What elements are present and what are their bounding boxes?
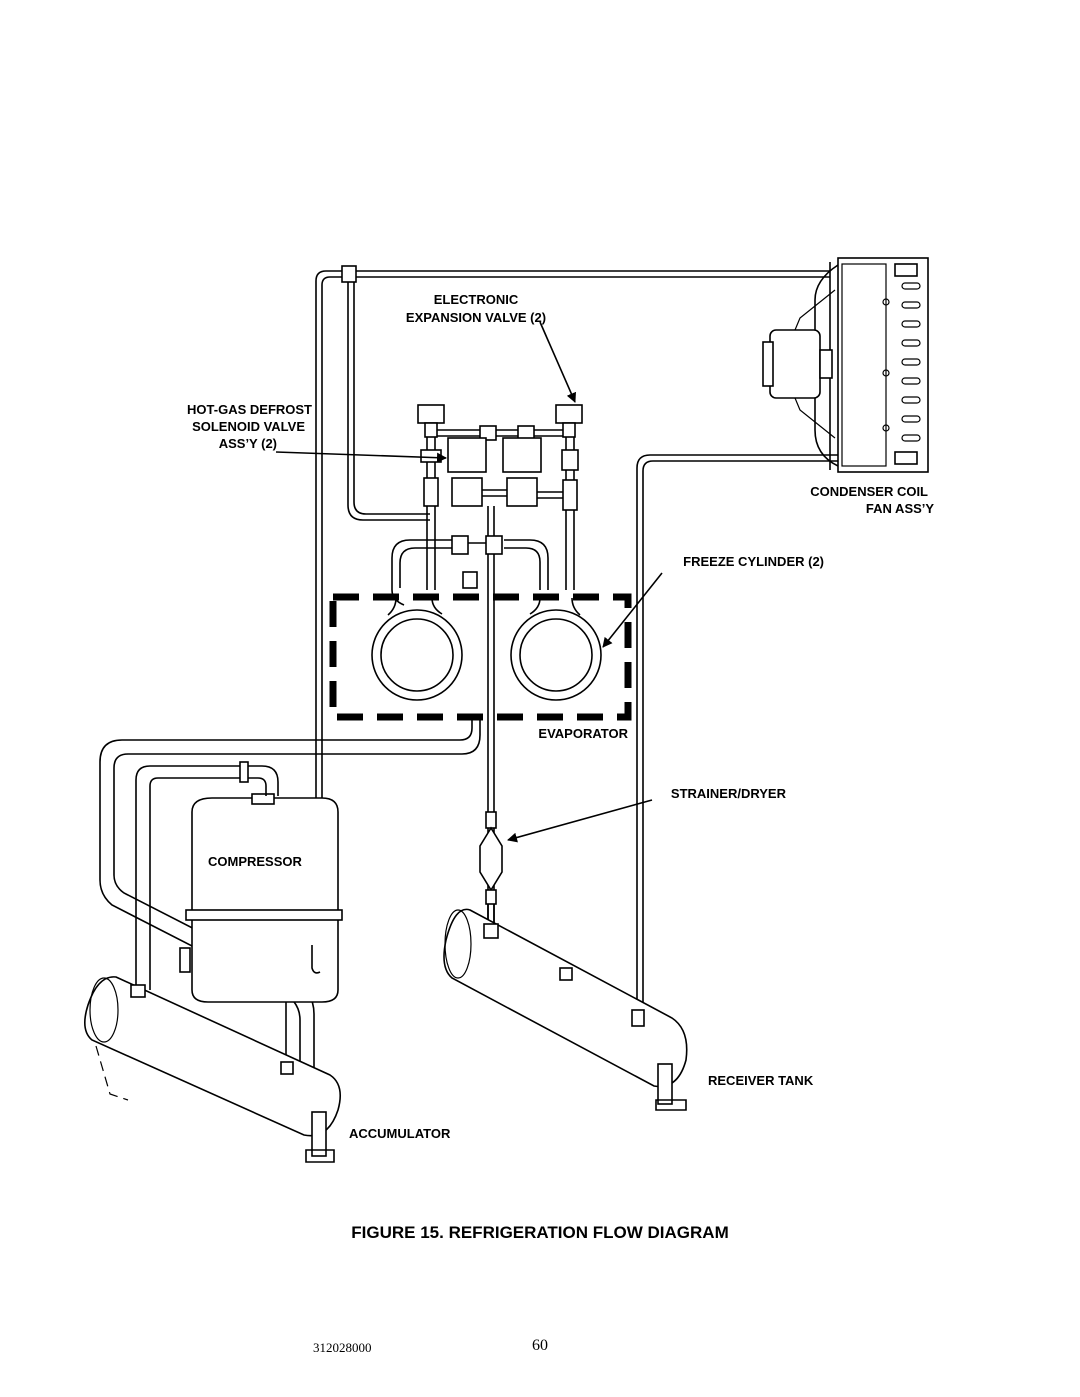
receiver-tank	[443, 908, 688, 1111]
leader-arrows	[275, 321, 663, 843]
label-solenoid-line1: HOT-GAS DEFROST	[187, 402, 312, 417]
page-number: 60	[532, 1337, 548, 1354]
liquid-line	[636, 454, 838, 1010]
figure-caption: FIGURE 15. REFRIGERATION FLOW DIAGRAM	[351, 1223, 729, 1242]
label-freeze-cylinder: FREEZE CYLINDER (2)	[683, 554, 824, 569]
label-strainer-dryer: STRAINER/DRYER	[671, 786, 787, 801]
freeze-cylinder-left	[371, 597, 463, 701]
label-expansion-valve-line1: ELECTRONIC	[434, 292, 519, 307]
label-receiver-tank: RECEIVER TANK	[708, 1073, 814, 1088]
condenser-coil-fan-assembly	[762, 257, 929, 473]
accumulator	[84, 976, 341, 1163]
condenser-louvers	[901, 282, 921, 442]
label-evaporator: EVAPORATOR	[538, 726, 628, 741]
label-expansion-valve-line2: EXPANSION VALVE (2)	[406, 310, 546, 325]
label-condenser-line2: FAN ASS’Y	[866, 501, 934, 516]
strainer-dryer	[479, 811, 503, 928]
label-solenoid-line3: ASS’Y (2)	[219, 436, 277, 451]
valve-manifold	[391, 404, 583, 930]
label-compressor: COMPRESSOR	[208, 854, 303, 869]
label-solenoid-line2: SOLENOID VALVE	[192, 419, 305, 434]
document-number: 312028000	[313, 1340, 372, 1355]
label-accumulator: ACCUMULATOR	[349, 1126, 451, 1141]
compressor	[135, 761, 343, 1003]
label-condenser-line1: CONDENSER COIL	[810, 484, 928, 499]
freeze-cylinder-right	[510, 597, 602, 701]
evaporator-box	[329, 593, 632, 721]
